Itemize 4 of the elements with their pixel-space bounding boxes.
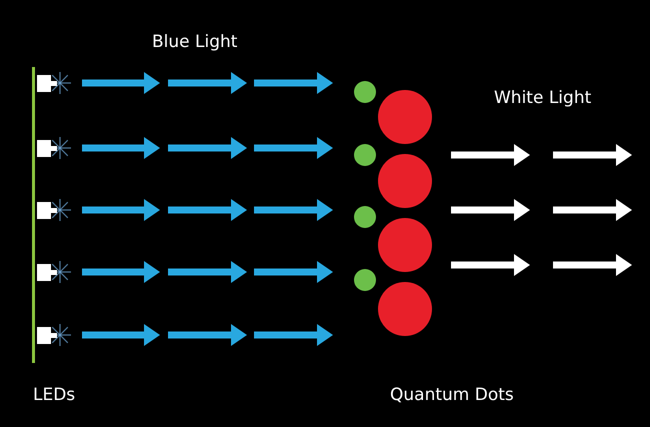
- label-text: White Light: [494, 88, 592, 108]
- label-text: LEDs: [33, 385, 76, 405]
- label-text: Blue Light: [152, 32, 238, 52]
- label-text: Quantum Dots: [390, 385, 514, 405]
